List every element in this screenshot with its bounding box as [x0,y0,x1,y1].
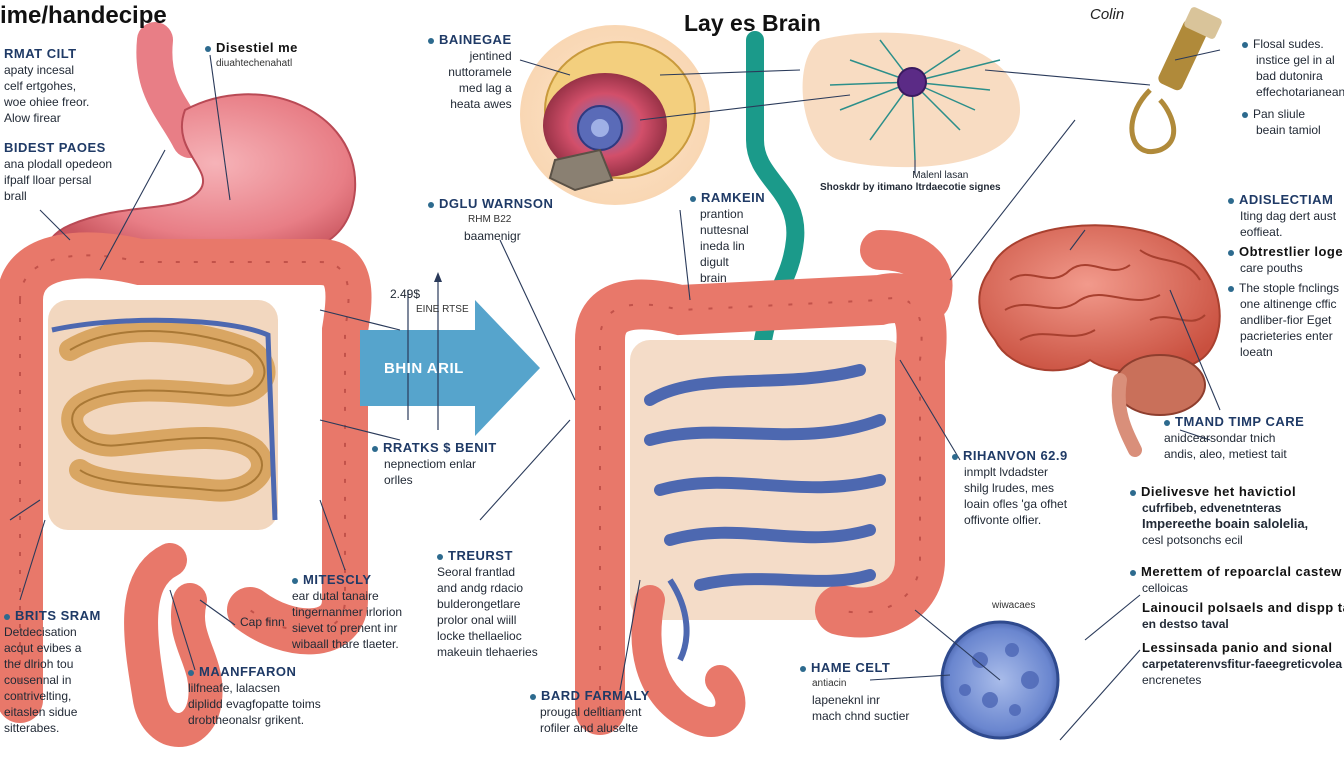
colin-label: Colin [1090,6,1125,23]
probe-tool [1129,7,1222,155]
label-bainegae: BAINEGAE jentined nuttoramele med lag a … [428,32,512,112]
label-value-marker: 2.49$ [390,287,421,301]
label-neuron-caption: Malenl lasan Shoskdr by itimano ltrdaeco… [820,170,1001,193]
arrow-label: BHIN ARIL [384,360,464,377]
label-rmat-celt: RMAT CILT apaty incesal celf ertgohes, w… [4,46,90,125]
label-mitescly: MITESCLY ear dutal tanaire tingernanmer … [292,572,403,651]
label-value-sub: EINE RTSE [416,304,469,315]
label-rihanvon: RIHANVON 62.9 inmplt lvdadster shilg lru… [952,448,1068,528]
small-intestine-left [59,320,276,502]
label-dielivesve: Dielivesve het havictiol cufrfibeb, edve… [1130,484,1308,548]
label-treurst: TREURST Seoral frantlad and andg rdacio … [437,548,538,659]
label-rratks: RRATKS $ BENIT nepnectiom enlar orlles [372,440,497,488]
center-digestive-system [575,230,953,737]
label-cell-caption: wiwacaes [992,600,1036,611]
label-adislectiam: ADISLECTIAM Iting dag dert aust eoffieat… [1228,192,1336,240]
neuron-panel [802,32,1020,168]
label-bidest: BIDEST PAOES ana plodall opedeon ifpalf … [4,140,113,203]
label-brits-sram: BRITS SRAM Detdecisation acqut evibes a … [4,608,101,735]
marker-arrowhead [434,272,442,282]
leader-lines [9,49,1221,741]
small-intestine-center [644,364,886,591]
label-tmand: TMAND TIMP CARE anidcearsondar tnich and… [1164,414,1305,461]
label-obtrestlier: Obtrestlier loge care pouths [1228,244,1343,276]
direction-arrow [360,300,540,436]
brain [978,224,1221,457]
label-hame-celt: HAME CELT antiacin lapeneknl inr mach ch… [800,660,909,724]
label-bard-farmaly: BARD FARMALY prougal delitiament rofiler… [530,688,650,736]
center-title: Lay es Brain [684,10,821,36]
label-cap-enn: Cap finn [240,615,285,629]
label-flosal: Flosal sudes. instice gel in al bad duto… [1242,36,1344,100]
label-dglu-warnson: DGLU WARNSON RHM B22 baamenigr [428,196,553,244]
label-merettem: Merettem of repoarclal castew celloicas [1130,564,1342,596]
left-digestive-system [0,22,372,747]
haustra-marks [19,254,350,700]
label-ramkein: RAMKEIN prantion nuttesnal ineda lin dig… [690,190,765,286]
label-disestiel: Disestiel me diuahtechenahatl [205,40,298,72]
label-stople: The stople fnclings one altinenge cffic … [1228,280,1339,360]
label-lainoucil: Lainoucil polsaels and dispp tage en des… [1142,600,1344,631]
label-maanfaron: MAANFFARON lilfneafe, lalacsen diplidd e… [188,664,321,727]
label-pan-stile: Pan sliule beain tamiol [1242,106,1321,138]
left-title: ime/handecipe [0,2,167,29]
intestinal-cross-section [520,25,710,205]
mesenteric-vessel-left [51,317,278,521]
label-lessinsada: Lessinsada panio and sional carpetateren… [1142,640,1343,687]
sigmoid-colon [124,543,223,747]
